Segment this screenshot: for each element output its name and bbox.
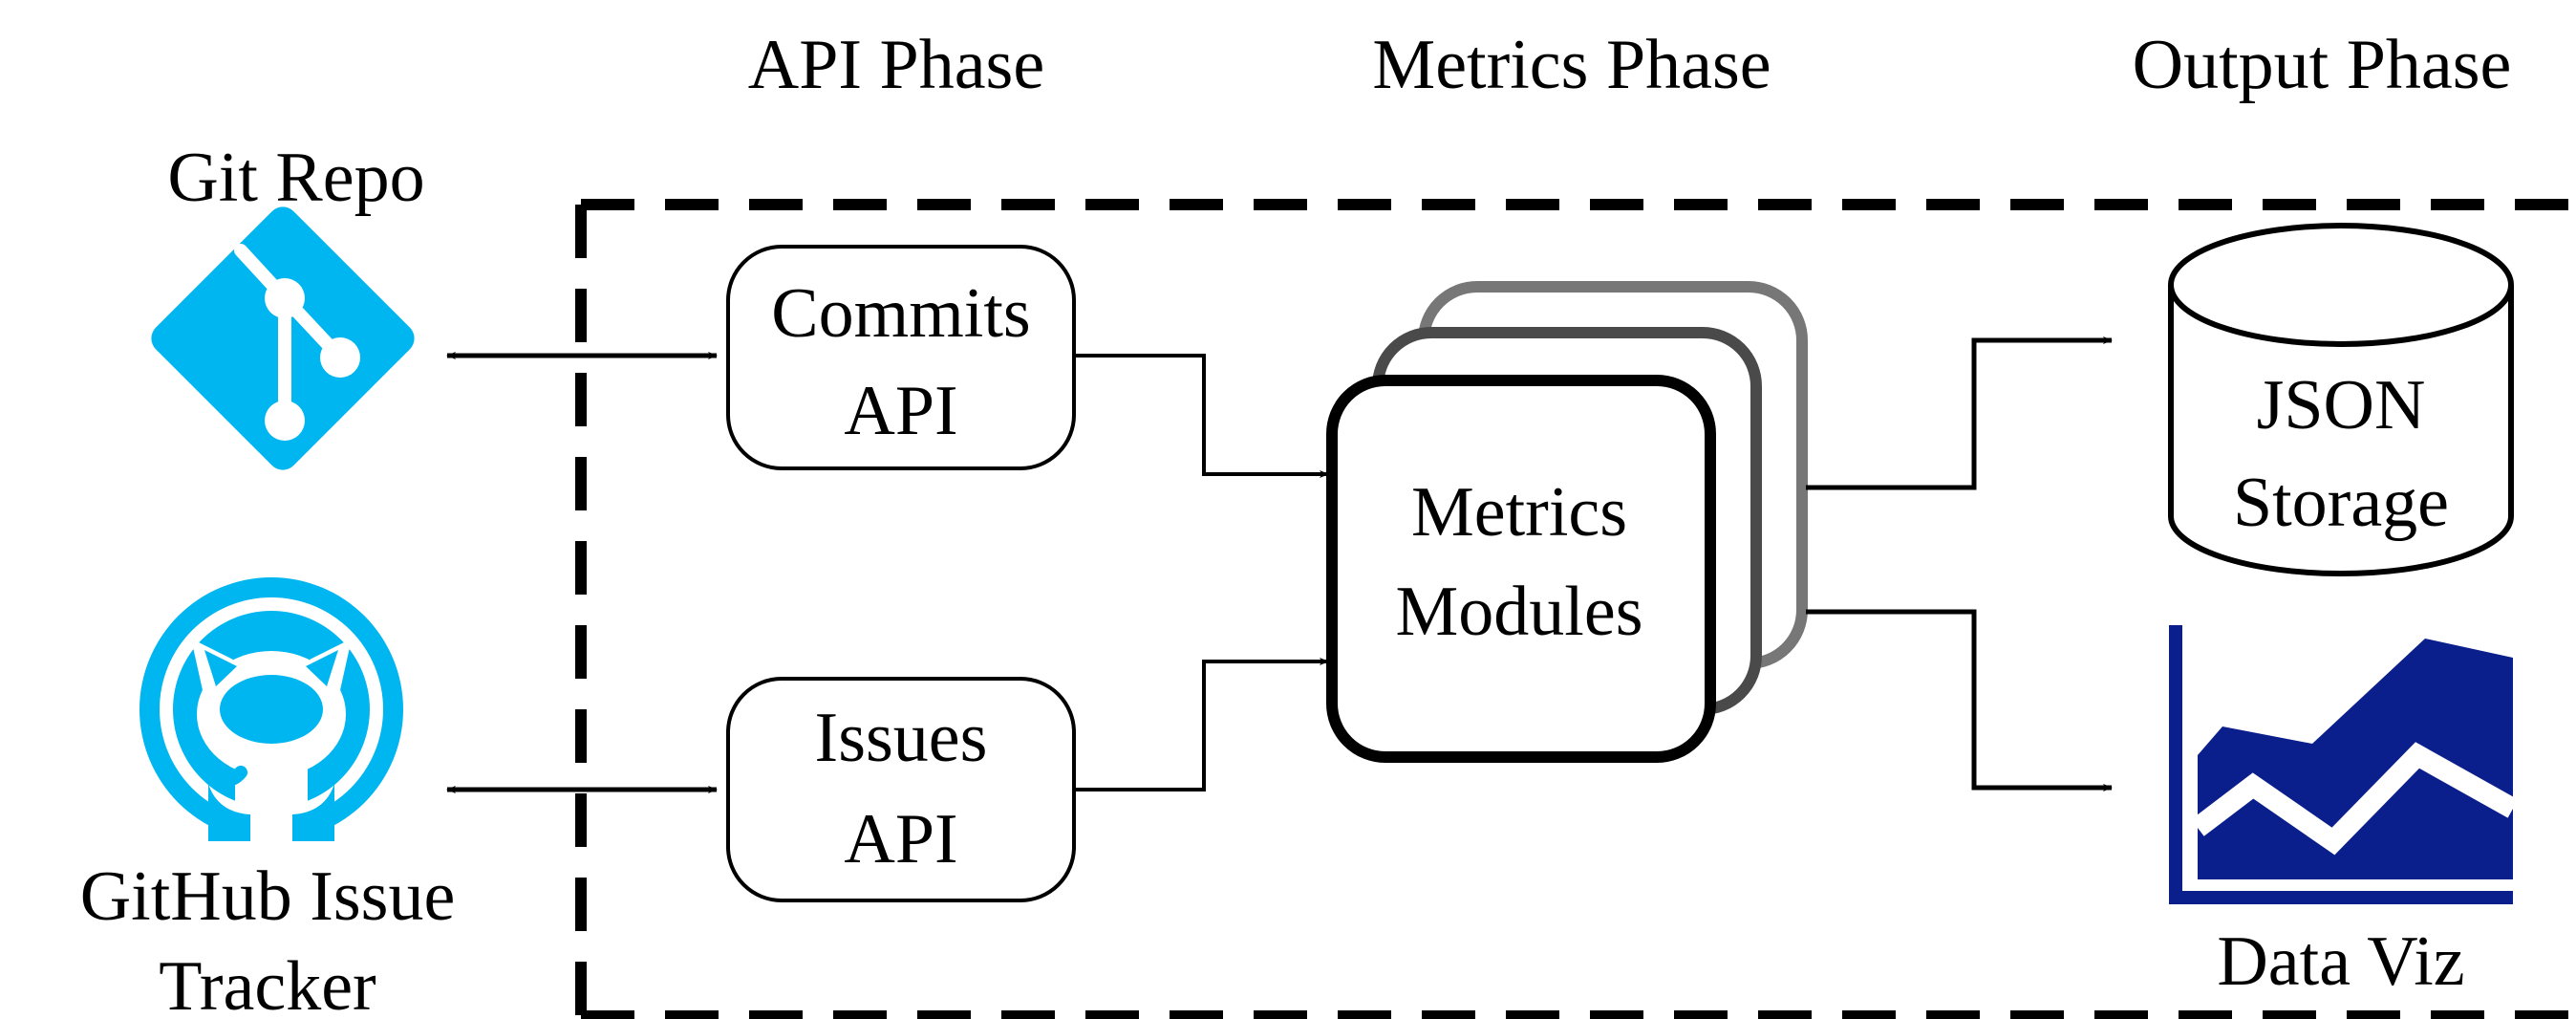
json-storage-label-line2: Storage [2233, 464, 2449, 542]
database-cylinder-icon [2168, 223, 2514, 576]
git-logo-icon [151, 206, 415, 470]
issues-api-label-line2: API [844, 800, 957, 878]
json-storage-label-line1: JSON [2257, 366, 2426, 444]
metrics-modules-stack: Metrics Modules [1326, 281, 1808, 763]
github-octocat-icon [140, 577, 403, 841]
metrics-modules-label-line1: Metrics [1411, 473, 1627, 552]
json-storage: JSON Storage [2168, 223, 2514, 576]
github-issue-tracker-source: GitHub Issue Tracker [80, 577, 456, 1019]
data-viz: Data Viz [2169, 625, 2519, 1001]
phase-title-api: API Phase [748, 26, 1044, 104]
commits-api-label-line1: Commits [771, 274, 1030, 353]
connector-metrics-to-json [1806, 336, 2113, 490]
phase-title-metrics: Metrics Phase [1372, 26, 1771, 104]
commits-api-label-line2: API [844, 372, 957, 450]
connector-commits-to-metrics [1074, 354, 1329, 478]
github-issue-tracker-label-line2: Tracker [159, 947, 376, 1019]
data-viz-label: Data Viz [2217, 922, 2464, 1001]
commits-api-box: Commits API [726, 245, 1076, 470]
metrics-modules-label-line2: Modules [1396, 573, 1643, 651]
git-repo-label: Git Repo [167, 139, 424, 217]
connector-metrics-to-dataviz [1806, 609, 2113, 791]
issues-api-label-line1: Issues [815, 699, 988, 777]
system-boundary [575, 199, 2576, 1019]
github-issue-tracker-label-line1: GitHub Issue [80, 857, 456, 936]
git-repo-source: Git Repo [151, 139, 425, 470]
phase-title-output: Output Phase [2133, 26, 2512, 104]
area-chart-icon [2169, 625, 2519, 904]
connector-issues-to-metrics [1074, 658, 1329, 791]
issues-api-box: Issues API [726, 677, 1076, 902]
